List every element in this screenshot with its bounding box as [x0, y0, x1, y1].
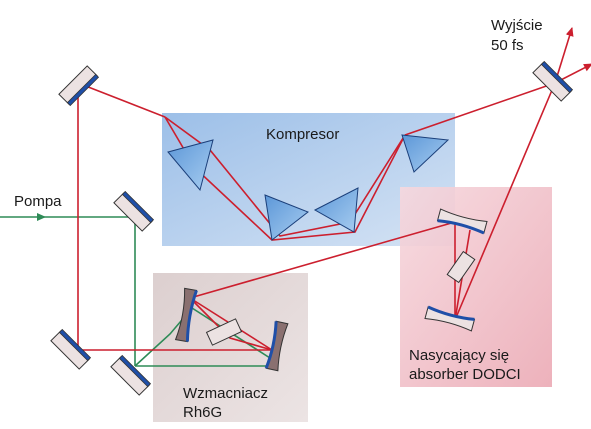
amplifier-region [153, 273, 308, 422]
compressor-label: Kompresor [266, 126, 339, 143]
amplifier-dye-jet [205, 318, 243, 346]
absorber-curved-mirror-bottom [424, 305, 476, 332]
absorber-curved-mirror-top [436, 208, 488, 235]
amplifier-curved-mirror-left [174, 287, 198, 343]
absorber-label-line2: absorber DODCI [409, 366, 521, 383]
absorber-dye-jet [446, 250, 476, 284]
prisms [167, 134, 450, 241]
mirror-pump-dichroic [113, 190, 155, 232]
output-label-line2: 50 fs [491, 37, 524, 54]
mirror-top-left [58, 65, 100, 107]
absorber-label-line1: Nasycający się [409, 347, 509, 364]
mirror-output-coupler [532, 60, 574, 102]
prism-3 [313, 187, 359, 233]
prism-4 [401, 134, 450, 173]
amplifier-label-line1: Wzmacniacz [183, 385, 268, 402]
pump-label: Pompa [14, 193, 62, 210]
output-label-line1: Wyjście [491, 17, 543, 34]
amplifier-curved-mirror-right [264, 320, 289, 372]
prism-2 [264, 194, 309, 241]
mirror-bottom-left [50, 328, 92, 370]
mirror-pump-lower [110, 354, 152, 396]
prism-1 [167, 139, 214, 192]
amplifier-label-line2: Rh6G [183, 404, 222, 421]
